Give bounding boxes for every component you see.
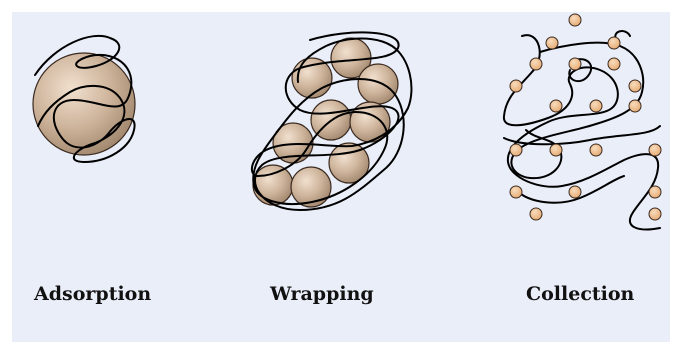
small-particle	[510, 144, 522, 156]
small-particle	[590, 144, 602, 156]
small-particle	[550, 100, 562, 112]
small-particle	[569, 186, 581, 198]
small-particle	[608, 58, 620, 70]
adsorption-diagram	[33, 36, 135, 162]
cluster-particle	[358, 64, 398, 104]
small-particle	[569, 14, 581, 26]
cluster-particle	[291, 167, 331, 207]
small-particle	[569, 58, 581, 70]
adsorption-label: Adsorption	[34, 283, 151, 305]
cluster-particle	[253, 165, 293, 205]
small-particle	[608, 37, 620, 49]
small-particle	[649, 186, 661, 198]
small-particle	[629, 80, 641, 92]
small-particle	[649, 144, 661, 156]
small-particle	[546, 37, 558, 49]
small-particle	[629, 100, 641, 112]
small-particle	[530, 208, 542, 220]
small-particle	[649, 208, 661, 220]
small-particle	[590, 100, 602, 112]
small-particle	[550, 144, 562, 156]
collection-diagram	[504, 14, 661, 229]
small-particle	[530, 58, 542, 70]
wrapping-label: Wrapping	[270, 283, 374, 305]
small-particle	[510, 80, 522, 92]
small-particles	[510, 14, 661, 220]
collection-label: Collection	[526, 283, 634, 305]
small-particle	[510, 186, 522, 198]
wrapping-diagram	[252, 32, 412, 210]
polymer-chain	[504, 31, 660, 229]
